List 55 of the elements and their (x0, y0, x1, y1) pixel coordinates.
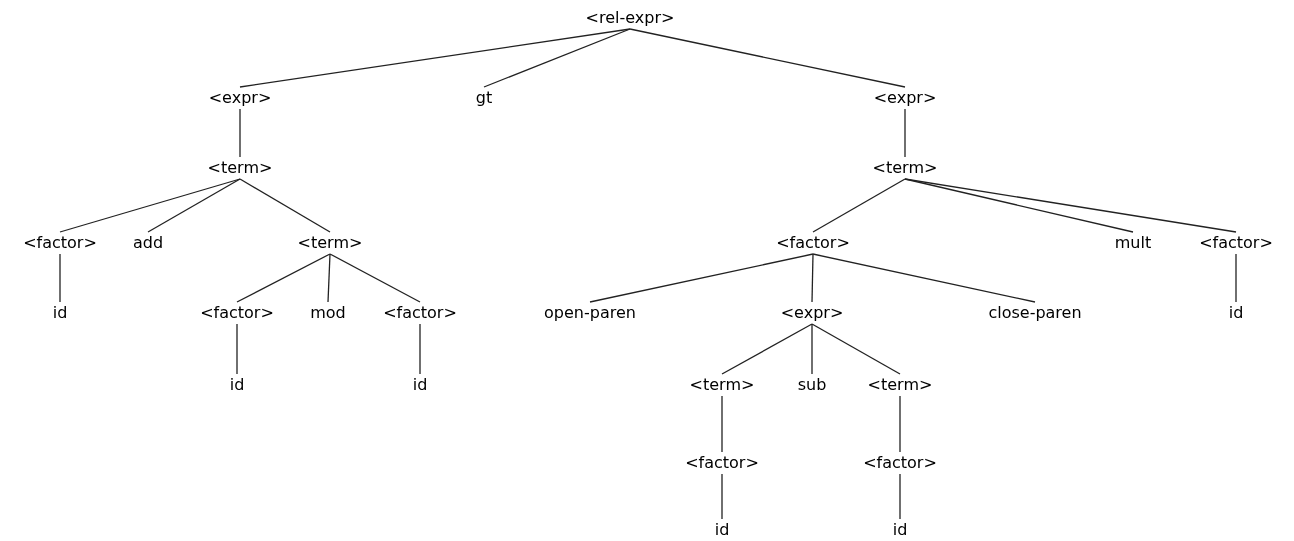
tree-branch-line (721, 323, 813, 375)
tree-branch-line (589, 253, 814, 303)
tree-node-label: <factor> (684, 453, 760, 473)
tree-node-label: <expr> (872, 88, 938, 108)
tree-branch-line (483, 28, 631, 88)
tree-branch-line (1235, 253, 1237, 303)
tree-branch-line (419, 323, 421, 375)
tree-node-label: <factor> (775, 233, 851, 253)
tree-node-label: mod (309, 303, 347, 323)
tree-branch-line (236, 253, 331, 303)
tree-branch-line (239, 108, 241, 158)
tree-branch-line (904, 178, 1237, 233)
tree-node-label: <term> (688, 375, 756, 395)
tree-branch-line (721, 395, 723, 453)
tree-node-label: id (51, 303, 69, 323)
tree-branch-line (327, 253, 331, 303)
tree-node-label: mult (1113, 233, 1153, 253)
tree-node-label: <factor> (22, 233, 98, 253)
tree-branch-line (59, 253, 61, 303)
tree-branch-line (721, 473, 723, 520)
tree-node-label: <term> (206, 158, 274, 178)
tree-node-label: id (891, 520, 909, 540)
tree-node-label: <expr> (779, 303, 845, 323)
tree-branch-line (812, 253, 1036, 303)
tree-node-label: id (1227, 303, 1245, 323)
tree-branch-line (899, 473, 901, 520)
tree-node-label: <factor> (382, 303, 458, 323)
tree-node-label: <factor> (199, 303, 275, 323)
tree-branch-line (329, 253, 421, 303)
tree-node-label: <term> (871, 158, 939, 178)
tree-branch-line (812, 178, 906, 233)
tree-branch-line (236, 323, 238, 375)
tree-node-label: <rel-expr> (584, 8, 676, 28)
tree-branch-line (899, 395, 901, 453)
tree-branch-line (811, 253, 814, 303)
tree-branch-line (239, 178, 331, 233)
tree-node-label: <factor> (1198, 233, 1274, 253)
tree-node-label: id (411, 375, 429, 395)
tree-node-label: id (228, 375, 246, 395)
tree-node-label: add (131, 233, 165, 253)
tree-node-label: <expr> (207, 88, 273, 108)
tree-branch-line (629, 28, 906, 88)
tree-branch-line (147, 178, 241, 233)
tree-node-label: sub (796, 375, 828, 395)
tree-node-label: gt (474, 88, 494, 108)
tree-node-label: close-paren (987, 303, 1083, 323)
tree-node-label: id (713, 520, 731, 540)
tree-branch-line (811, 323, 901, 375)
tree-node-label: <factor> (862, 453, 938, 473)
tree-node-label: <term> (866, 375, 934, 395)
tree-node-label: open-paren (543, 303, 637, 323)
tree-branch-line (59, 178, 241, 233)
tree-branch-line (811, 323, 813, 375)
tree-branch-line (904, 108, 906, 158)
tree-node-label: <term> (296, 233, 364, 253)
